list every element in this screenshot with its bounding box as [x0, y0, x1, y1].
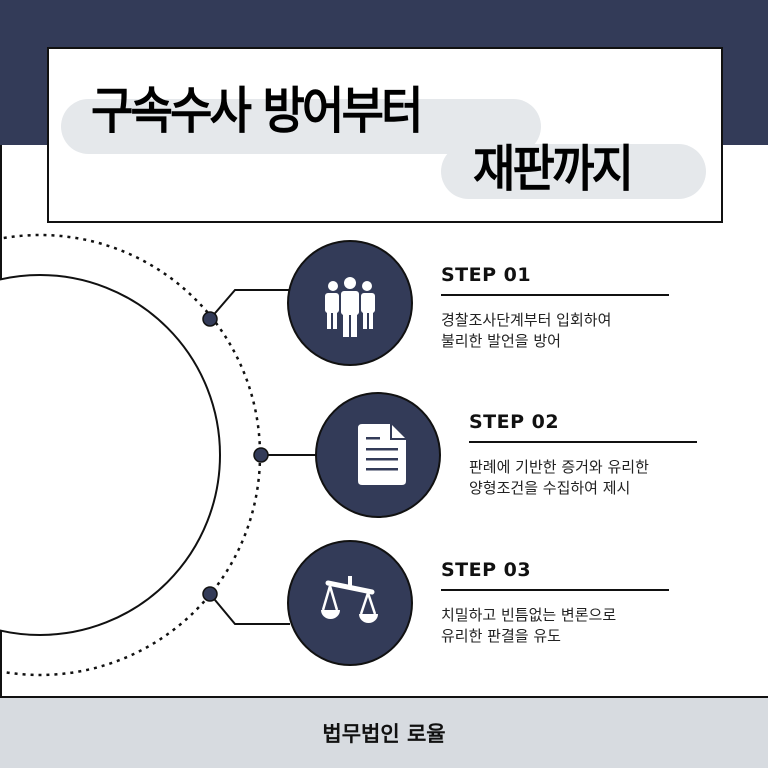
title-line-1: 구속수사 방어부터 — [91, 82, 424, 140]
large-circle — [0, 274, 221, 636]
step-2-divider — [469, 441, 697, 443]
node-dot-3 — [202, 586, 218, 602]
scales-icon — [321, 576, 378, 623]
step-1-desc-line-1: 경찰조사단계부터 입회하여 — [441, 311, 612, 329]
step-1-divider — [441, 294, 669, 296]
title-highlight-2 — [441, 144, 706, 199]
process-diagram — [0, 233, 441, 677]
step-1-label: STEP 01 — [441, 264, 532, 286]
title-line-2: 재판까지 — [473, 140, 634, 198]
step-2-label: STEP 02 — [469, 411, 560, 433]
title-box: 구속수사 방어부터 재판까지 — [47, 47, 723, 223]
step-3-label: STEP 03 — [441, 559, 532, 581]
node-dot-1 — [202, 311, 218, 327]
step-3-circle — [287, 540, 413, 666]
footer: 법무법인 로율 — [0, 698, 768, 768]
connector-3 — [209, 593, 290, 625]
step-3-desc-line-2: 유리한 판결을 유도 — [441, 627, 561, 645]
step-1-desc-line-2: 불리한 발언을 방어 — [441, 332, 561, 350]
document-icon — [358, 424, 406, 485]
people-group-icon — [325, 277, 375, 337]
footer-brand: 법무법인 로율 — [322, 722, 446, 746]
connector-1 — [209, 289, 290, 320]
step-3-divider — [441, 589, 669, 591]
node-dot-2 — [253, 447, 269, 463]
step-2-desc-line-1: 판례에 기반한 증거와 유리한 — [469, 458, 649, 476]
step-2-desc-line-2: 양형조건을 수집하여 제시 — [469, 479, 631, 497]
step-3-desc-line-1: 치밀하고 빈틈없는 변론으로 — [441, 606, 617, 624]
